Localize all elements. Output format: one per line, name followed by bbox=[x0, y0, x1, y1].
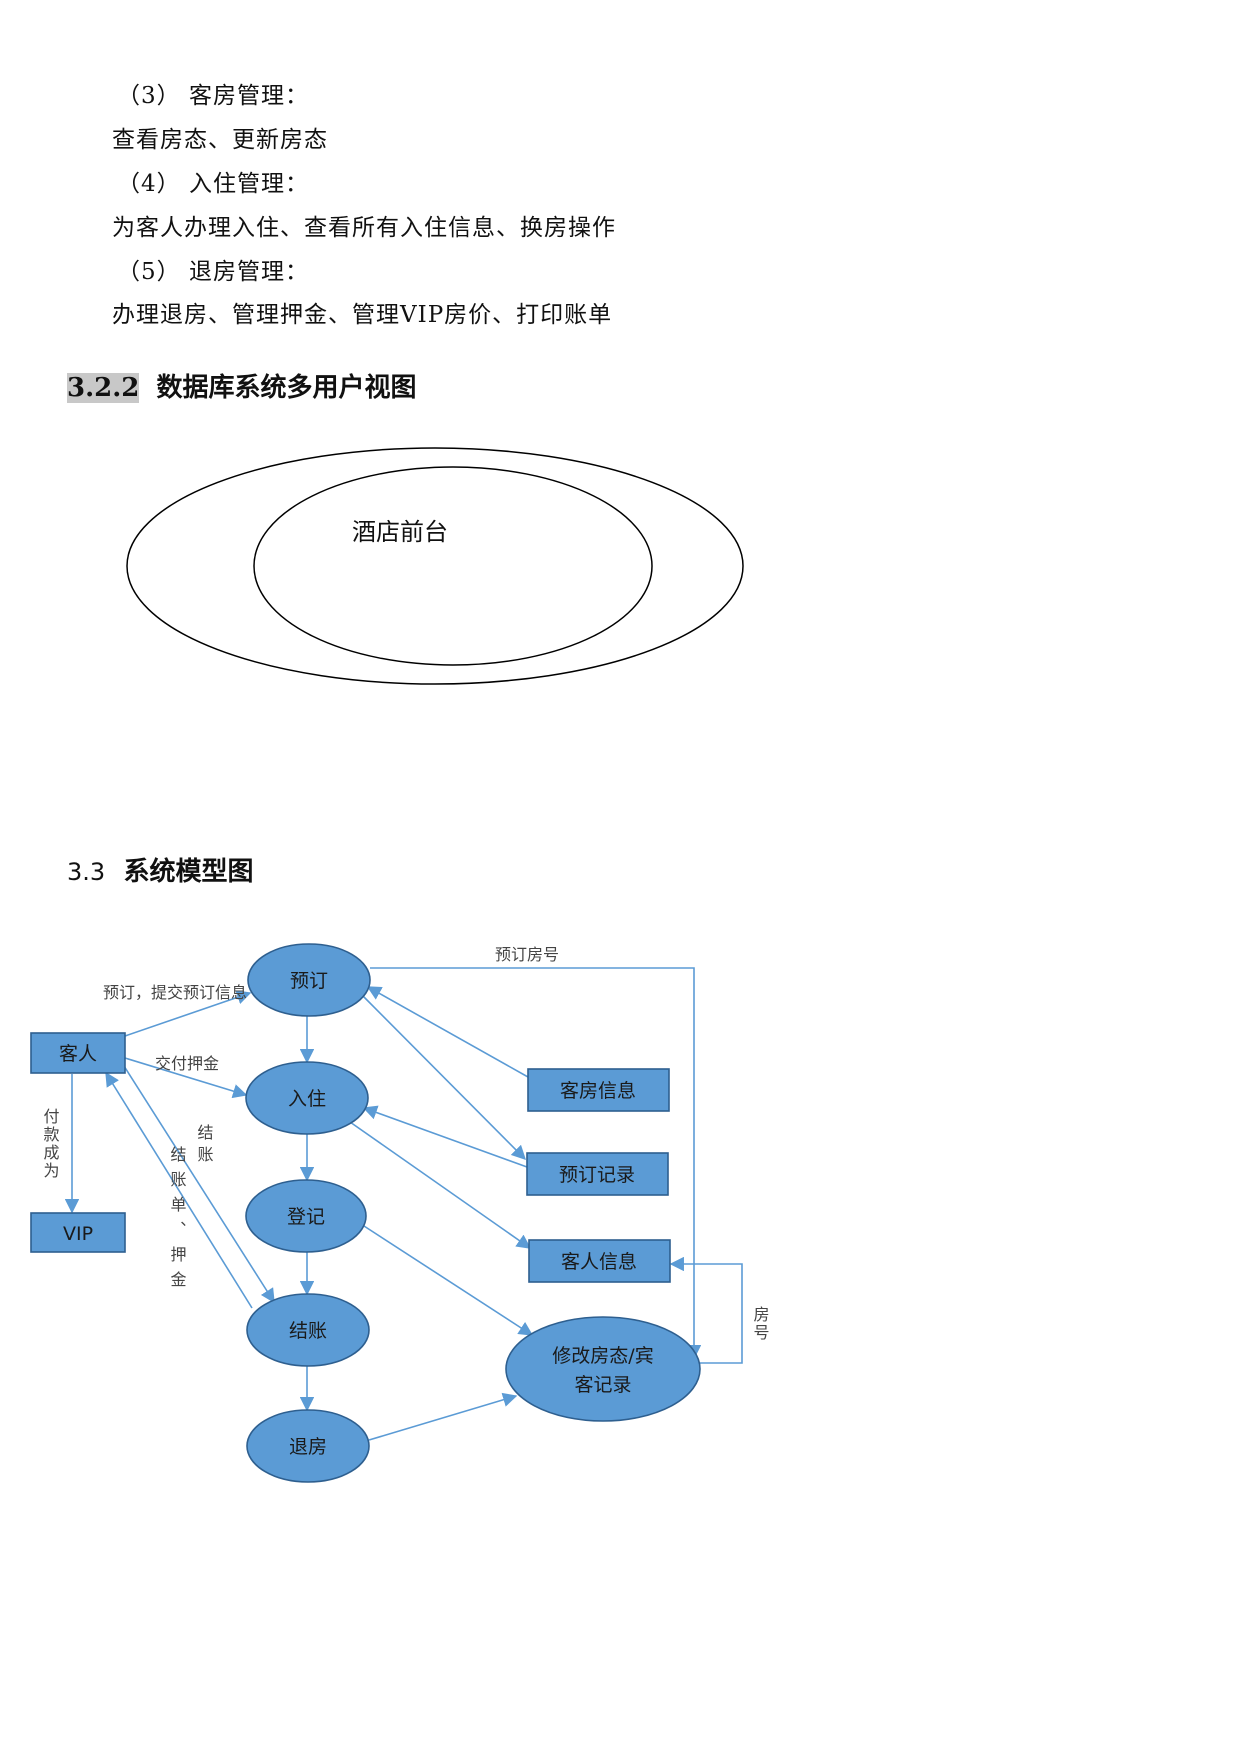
label-yuding: 预订 bbox=[290, 970, 328, 992]
label-dengji: 登记 bbox=[287, 1206, 325, 1228]
label-tuifang: 退房 bbox=[289, 1436, 327, 1458]
node-jiezhang bbox=[246, 1293, 370, 1367]
label-jiezhang: 结账 bbox=[289, 1320, 327, 1342]
arrow-kefang-yuding bbox=[366, 986, 529, 1078]
arrow-ruzhu-kerenxinxi bbox=[349, 1121, 532, 1249]
label-yuding-jilu: 预订记录 bbox=[559, 1164, 635, 1186]
heading-checkout-management: （5） 退房管理： bbox=[117, 259, 309, 285]
node-dengji bbox=[245, 1179, 367, 1253]
box-kefang-xinxi bbox=[527, 1068, 670, 1112]
arrow-tuifang-xiugai bbox=[368, 1392, 518, 1441]
label-xiugai-2: 客记录 bbox=[574, 1374, 631, 1396]
edge-label-jiaofu: 交付押金 bbox=[155, 1054, 219, 1073]
label-xiugai-1: 修改房态/宾 bbox=[552, 1345, 653, 1367]
text-room-status: 查看房态、更新房态 bbox=[112, 127, 328, 153]
box-keren-xinxi bbox=[528, 1239, 671, 1283]
edge-label-jiezhang-b: 结账单、押金 bbox=[168, 1146, 187, 1296]
text-checkout-ops: 办理退房、管理押金、管理VIP房价、打印账单 bbox=[112, 302, 613, 328]
arrow-keren-jiezhang bbox=[123, 1065, 275, 1304]
arrow-yuding-jilu bbox=[361, 994, 527, 1161]
arrow-xiugai-kerenxinxi bbox=[669, 1256, 743, 1364]
outer-user-view-ellipse bbox=[126, 447, 744, 685]
heading-room-management: （3） 客房管理： bbox=[117, 83, 309, 109]
edge-label-yuding-fanghao: 预订房号 bbox=[495, 945, 559, 964]
box-yuding-jilu bbox=[526, 1152, 669, 1196]
node-yuding bbox=[247, 943, 371, 1017]
edge-label-fukuan: 付款成为 bbox=[41, 1108, 60, 1180]
edge-label-jiezhang-a: 结账 bbox=[195, 1124, 214, 1168]
node-xiugai bbox=[505, 1316, 701, 1422]
label-keren-xinxi: 客人信息 bbox=[561, 1251, 637, 1273]
label-keren: 客人 bbox=[59, 1043, 97, 1065]
text-checkin-ops: 为客人办理入住、查看所有入住信息、换房操作 bbox=[112, 215, 616, 241]
label-ruzhu: 入住 bbox=[288, 1088, 326, 1110]
edge-label-fanghao: 房号 bbox=[751, 1306, 770, 1342]
section-heading-33: 3.3 系统模型图 bbox=[67, 851, 253, 888]
section-number-33: 3.3 bbox=[67, 858, 106, 886]
heading-checkin-management: （4） 入住管理： bbox=[117, 171, 309, 197]
section-number-322: 3.2.2 bbox=[67, 373, 140, 403]
section-heading-322: 3.2.2 数据库系统多用户视图 bbox=[67, 367, 416, 404]
edge-label-tijiao: 预订，提交预订信息 bbox=[103, 983, 247, 1002]
inner-front-desk-ellipse bbox=[253, 466, 653, 666]
label-kefang-xinxi: 客房信息 bbox=[560, 1080, 636, 1102]
arrow-yuding-fanghao bbox=[370, 967, 702, 1360]
section-title-33: 系统模型图 bbox=[123, 857, 254, 887]
arrow-jiezhang-keren bbox=[105, 1071, 253, 1309]
label-vip: VIP bbox=[63, 1223, 93, 1245]
box-keren bbox=[30, 1032, 126, 1074]
arrow-keren-yuding bbox=[124, 990, 252, 1037]
front-desk-label: 酒店前台 bbox=[352, 518, 448, 546]
box-vip bbox=[30, 1212, 126, 1253]
node-tuifang bbox=[246, 1409, 370, 1483]
arrow-dengji-xiugai bbox=[363, 1225, 534, 1336]
node-ruzhu bbox=[245, 1061, 369, 1135]
arrow-keren-ruzhu bbox=[124, 1057, 248, 1099]
section-title-322: 数据库系统多用户视图 bbox=[156, 373, 417, 403]
arrow-jilu-ruzhu bbox=[362, 1105, 528, 1168]
